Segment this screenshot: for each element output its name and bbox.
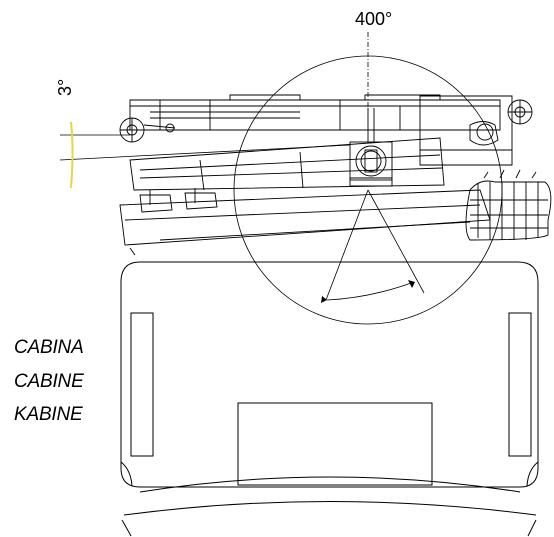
cabin-left-window bbox=[130, 312, 154, 457]
cabin-label-italian: CABINA bbox=[14, 337, 84, 358]
slew-angle-label: 400° bbox=[355, 9, 393, 29]
cabin-label-german: KABINE bbox=[14, 404, 83, 425]
boom-assembly bbox=[119, 94, 533, 256]
cabin-outline bbox=[120, 261, 539, 537]
cabin-right-window bbox=[508, 312, 532, 457]
cabin-center-panel bbox=[237, 402, 433, 486]
rotary-tool bbox=[465, 169, 552, 241]
tilt-angle-label: 3° bbox=[55, 78, 75, 96]
cabin-label-french: CABINE bbox=[14, 371, 84, 392]
slew-angle-arc bbox=[321, 189, 425, 303]
